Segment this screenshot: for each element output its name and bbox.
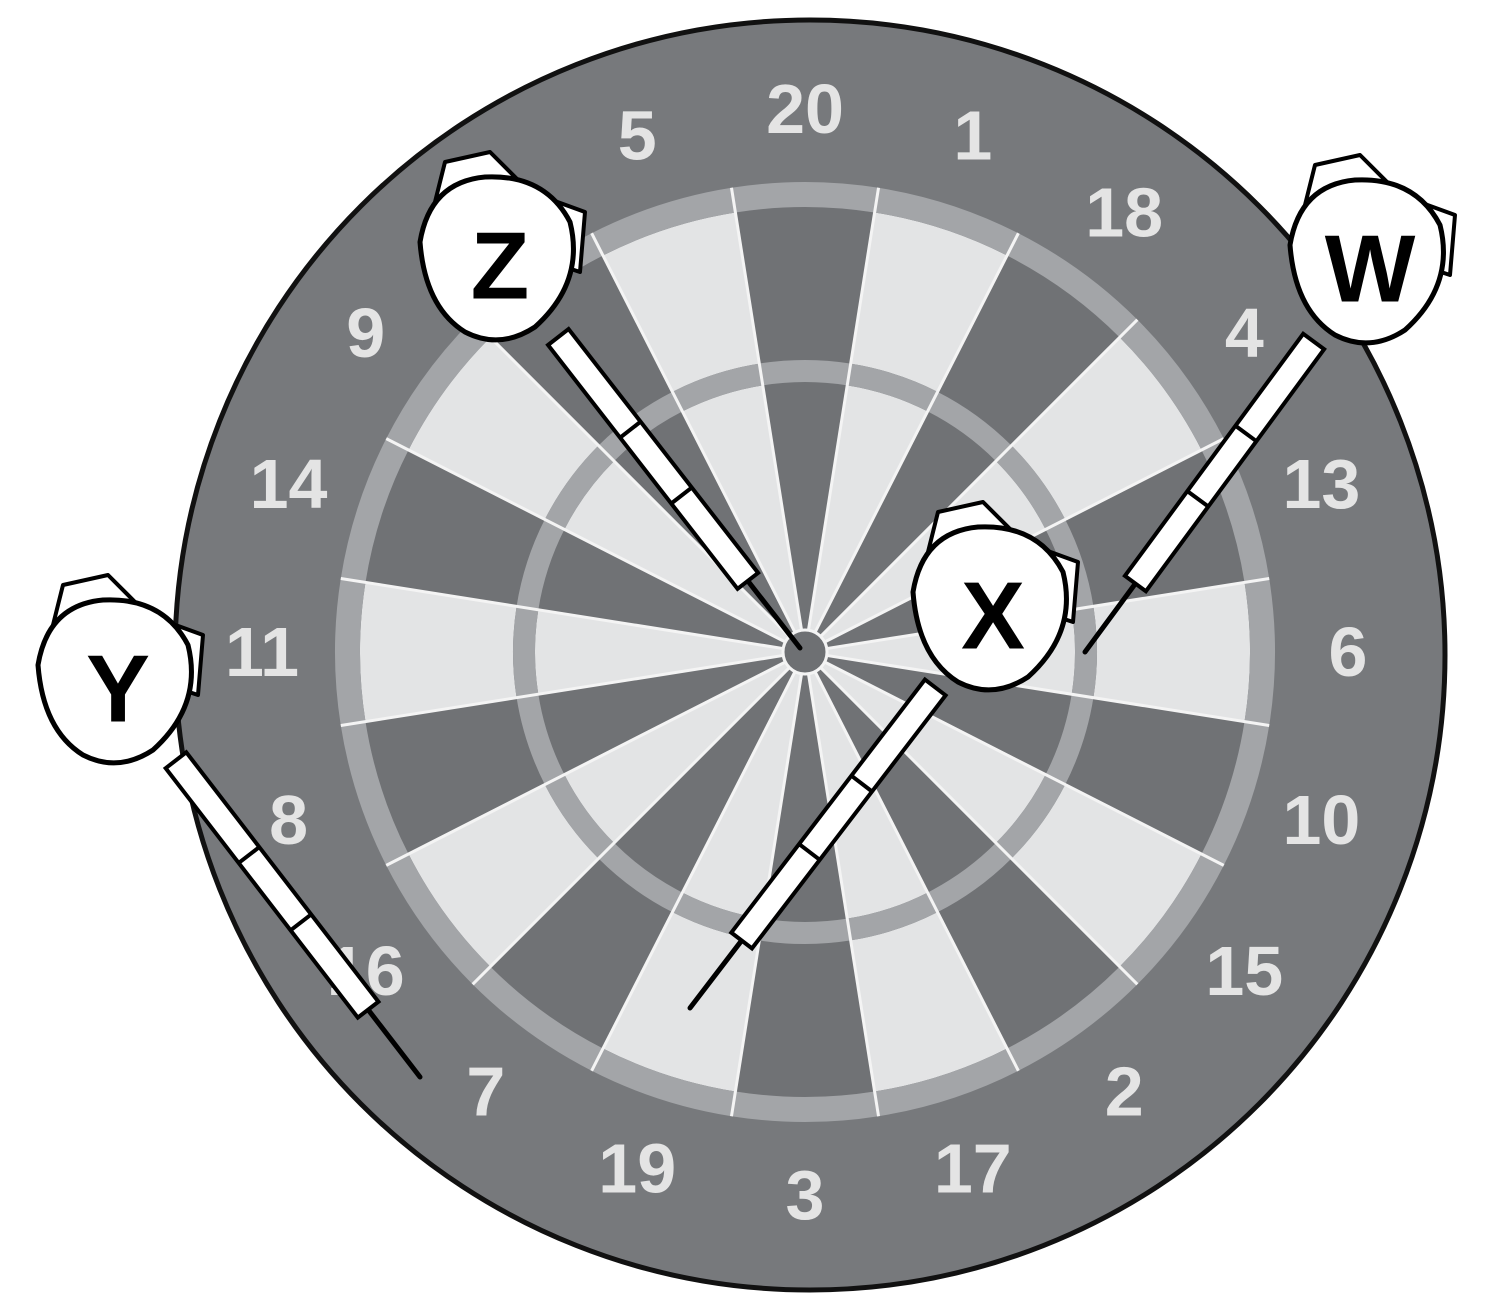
board-number-9: 9	[346, 294, 385, 372]
board-number-20: 20	[766, 70, 844, 148]
board-number-3: 3	[786, 1156, 825, 1234]
segment-triple-11	[513, 606, 538, 697]
dart-letter-w: W	[1325, 216, 1416, 323]
board-number-17: 17	[934, 1129, 1012, 1207]
dart-letter-z: Z	[471, 213, 530, 320]
board-number-10: 10	[1282, 781, 1360, 859]
board-number-2: 2	[1105, 1052, 1144, 1130]
board-number-4: 4	[1225, 294, 1264, 372]
segment-triple-20	[759, 360, 850, 385]
board-number-18: 18	[1085, 174, 1163, 252]
board-number-11: 11	[225, 613, 299, 691]
dart-letter-x: X	[961, 563, 1025, 670]
board-number-1: 1	[953, 97, 992, 175]
board-number-7: 7	[466, 1052, 505, 1130]
board-number-5: 5	[618, 97, 657, 175]
board-number-6: 6	[1329, 613, 1368, 691]
dart-letter-y: Y	[86, 636, 150, 743]
board-number-14: 14	[250, 445, 328, 523]
board-number-13: 13	[1282, 445, 1360, 523]
board-number-15: 15	[1205, 932, 1283, 1010]
board-number-8: 8	[269, 781, 308, 859]
board-number-19: 19	[598, 1129, 676, 1207]
